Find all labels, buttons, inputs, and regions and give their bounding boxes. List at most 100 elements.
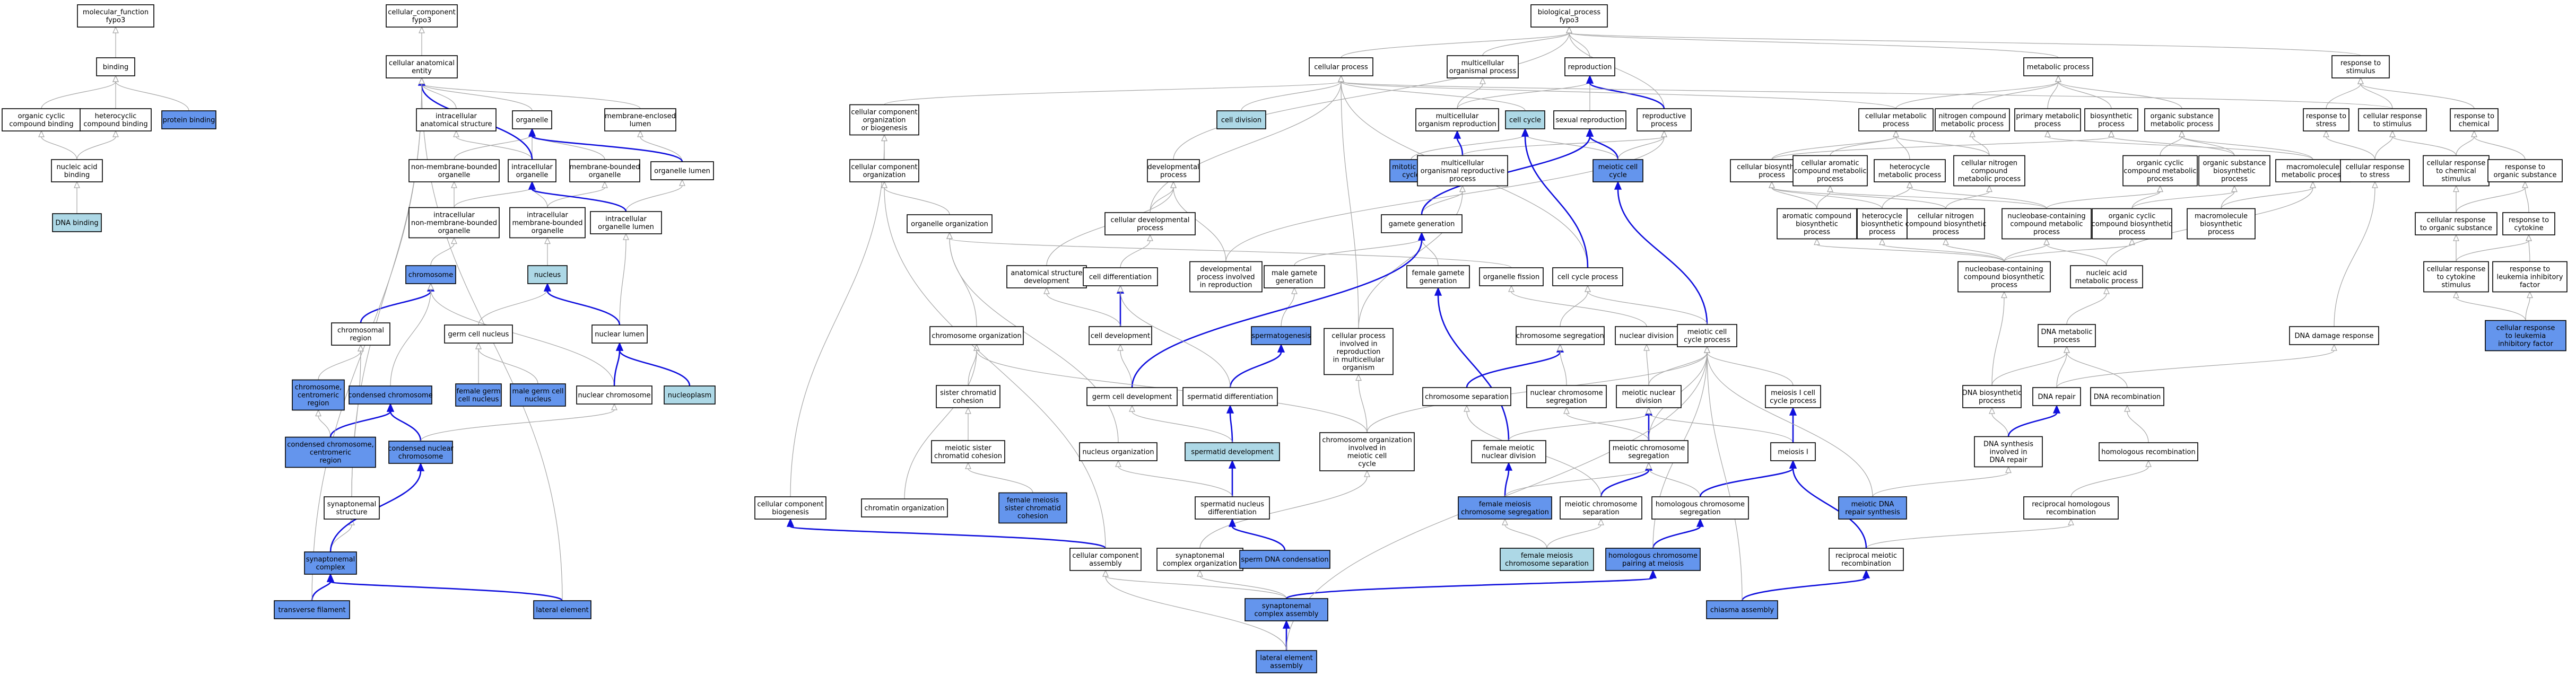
go-term-node-dna-repair[interactable]: DNA repair (2032, 387, 2081, 406)
go-term-node-hom-recomb[interactable]: homologous recombination (2099, 442, 2198, 461)
go-term-node-nuc-lumen[interactable]: nuclear lumen (591, 324, 648, 344)
go-term-node-sexual-repro[interactable]: sexual reproduction (1553, 110, 1626, 129)
go-term-node-chr-org[interactable]: chromosome organization (929, 326, 1024, 345)
go-term-node-nuclear-div[interactable]: nuclear division (1615, 326, 1678, 345)
go-term-node-reproduction[interactable]: reproduction (1564, 57, 1615, 76)
go-term-node-spermatid-dev[interactable]: spermatid development (1185, 442, 1280, 461)
go-term-node-protein-binding[interactable]: protein binding (161, 110, 216, 129)
go-term-node-cell-dev[interactable]: cell development (1089, 326, 1152, 345)
go-term-node-dna-binding[interactable]: DNA binding (52, 213, 102, 232)
go-term-node-org-fission[interactable]: organelle fission (1479, 267, 1544, 286)
go-term-node-org-lumen[interactable]: organelle lumen (650, 161, 714, 180)
go-term-node-chromosome[interactable]: chromosome (405, 265, 456, 284)
go-term-node-trans-fil[interactable]: transverse filament (274, 600, 350, 619)
go-term-node-germ-cell-dev[interactable]: germ cell development (1086, 387, 1178, 406)
go-term-node-binding[interactable]: binding (96, 57, 135, 76)
go-term-node-meiosis-i[interactable]: meiosis I (1770, 442, 1816, 461)
go-term-node-nuc-chr[interactable]: nuclear chromosome (576, 385, 652, 405)
go-term-node-dna-damage[interactable]: DNA damage response (2289, 326, 2379, 345)
go-term-node-chiasma-asm[interactable]: chiasma assembly (1706, 600, 1778, 619)
go-term-node-chr-sep[interactable]: chromosome separation (1422, 387, 1511, 406)
go-term-node-sperm-dna-cond[interactable]: sperm DNA condensation (1239, 550, 1330, 569)
go-term-node-org-org[interactable]: organelle organization (907, 214, 993, 233)
go-term-node-gamete-gen[interactable]: gamete generation (1381, 214, 1463, 233)
go-term-node-dna-recomb[interactable]: DNA recombination (2090, 387, 2164, 406)
go-term-node-nucleus[interactable]: nucleus (527, 265, 568, 284)
